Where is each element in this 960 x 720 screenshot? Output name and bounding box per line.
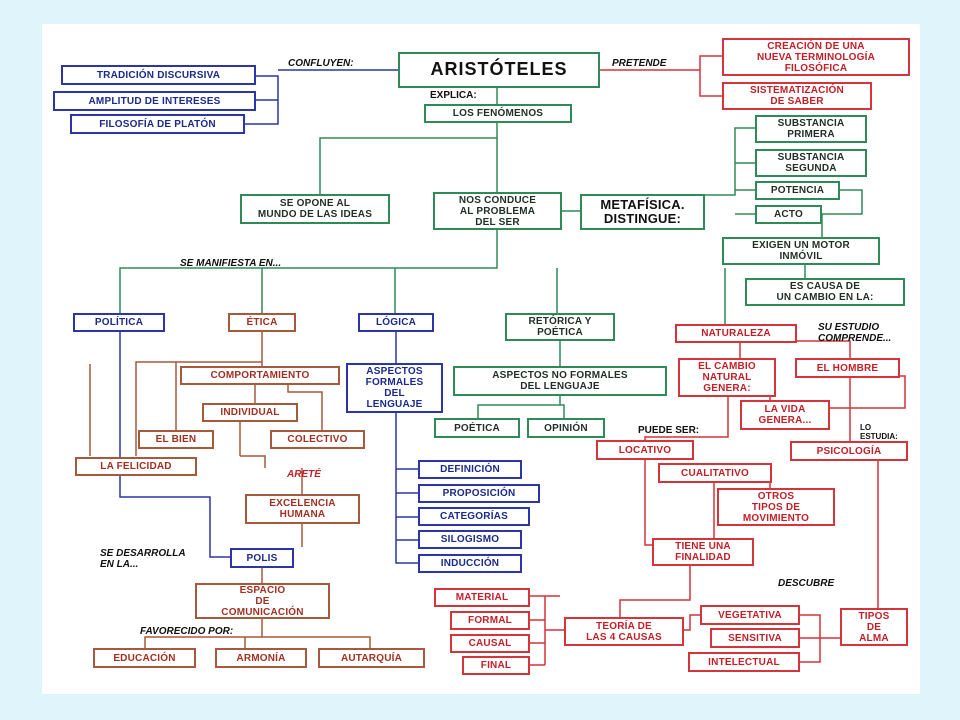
node-substancia-segunda: SUBSTANCIA SEGUNDA (755, 149, 867, 177)
node-definicion: DEFINICIÓN (418, 460, 522, 479)
label-explica: EXPLICA: (430, 90, 477, 101)
node-acto: ACTO (755, 205, 822, 224)
node-teoria-causas: TEORÍA DE LAS 4 CAUSAS (564, 617, 684, 646)
node-la-vida: LA VIDA GENERA... (740, 400, 830, 430)
label-favorecido: FAVORECIDO POR: (140, 626, 234, 637)
node-excelencia-humana: EXCELENCIA HUMANA (245, 494, 360, 524)
node-silogismo: SILOGISMO (418, 530, 522, 549)
node-aspectos-no-formales: ASPECTOS NO FORMALES DEL LENGUAJE (453, 366, 667, 396)
node-metafisica: METAFÍSICA. DISTINGUE: (580, 194, 705, 230)
label-puede-ser: PUEDE SER: (638, 425, 700, 436)
node-educacion: EDUCACIÓN (93, 648, 196, 668)
node-espacio-comunicacion: ESPACIO DE COMUNICACIÓN (195, 583, 330, 619)
node-cualitativo: CUALITATIVO (658, 463, 772, 483)
node-categorias: CATEGORÍAS (418, 507, 530, 526)
node-nos-conduce: NOS CONDUCE AL PROBLEMA DEL SER (433, 192, 562, 230)
node-individual: INDIVIDUAL (202, 403, 298, 422)
node-otros-tipos: OTROS TIPOS DE MOVIMIENTO (717, 488, 835, 526)
label-se-manifiesta: SE MANIFIESTA EN... (180, 258, 282, 269)
node-aspectos-formales: ASPECTOS FORMALES DEL LENGUAJE (346, 363, 443, 413)
node-cambio-natural: EL CAMBIO NATURAL GENERA: (678, 358, 776, 397)
node-retorica-poetica: RETÓRICA Y POÉTICA (505, 313, 615, 341)
node-autarquia: AUTARQUÍA (318, 648, 425, 668)
node-substancia-primera: SUBSTANCIA PRIMERA (755, 115, 867, 143)
node-motor-inmovil: EXIGEN UN MOTOR INMÓVIL (722, 237, 880, 265)
node-causal: CAUSAL (450, 634, 530, 653)
node-material: MATERIAL (434, 588, 530, 607)
node-formal: FORMAL (450, 611, 530, 630)
node-creacion-terminologia: CREACIÓN DE UNA NUEVA TERMINOLOGÍA FILOS… (722, 38, 910, 76)
label-su-estudio: SU ESTUDIO COMPRENDE... (818, 322, 892, 344)
node-locativo: LOCATIVO (596, 440, 694, 460)
node-logica: LÓGICA (358, 313, 434, 332)
node-comportamiento: COMPORTAMIENTO (180, 366, 340, 385)
label-arete: ARETÉ (287, 469, 321, 480)
node-sistematizacion-saber: SISTEMATIZACIÓN DE SABER (722, 82, 872, 110)
node-poetica: POÉTICA (434, 418, 520, 438)
node-psicologia: PSICOLOGÍA (790, 441, 908, 461)
node-tiene-finalidad: TIENE UNA FINALIDAD (652, 538, 754, 566)
node-sensitiva: SENSITIVA (710, 628, 800, 648)
node-vegetativa: VEGETATIVA (700, 605, 800, 625)
node-tradicion-discursiva: TRADICIÓN DISCURSIVA (61, 65, 256, 85)
node-opinion: OPINIÓN (527, 418, 605, 438)
node-armonia: ARMONÍA (215, 648, 307, 668)
node-filosofia-platon: FILOSOFÍA DE PLATÓN (70, 114, 245, 134)
node-polis: POLIS (230, 548, 294, 568)
label-pretende: PRETENDE (612, 58, 667, 69)
node-potencia: POTENCIA (755, 181, 840, 200)
node-la-felicidad: LA FELICIDAD (75, 457, 197, 476)
node-naturaleza: NATURALEZA (675, 324, 797, 343)
label-lo-estudia: LO ESTUDIA: (860, 423, 898, 441)
label-se-desarrolla: SE DESARROLLA EN LA... (100, 548, 186, 570)
node-fenomenos: LOS FENÓMENOS (424, 104, 572, 123)
node-etica: ÉTICA (228, 313, 296, 332)
node-el-hombre: EL HOMBRE (795, 358, 900, 378)
node-tipos-alma: TIPOS DE ALMA (840, 608, 908, 646)
node-induccion: INDUCCIÓN (418, 554, 522, 573)
node-politica: POLÍTICA (73, 313, 165, 332)
label-confluyen: CONFLUYEN: (288, 58, 354, 69)
node-intelectual: INTELECTUAL (688, 652, 800, 672)
node-aristoteles: ARISTÓTELES (398, 52, 600, 88)
node-amplitud-intereses: AMPLITUD DE INTERESES (53, 91, 256, 111)
label-descubre: DESCUBRE (778, 578, 835, 589)
node-final: FINAL (462, 656, 530, 675)
node-causa-cambio: ES CAUSA DE UN CAMBIO EN LA: (745, 278, 905, 306)
node-proposicion: PROPOSICIÓN (418, 484, 540, 503)
node-el-bien: EL BIEN (138, 430, 214, 449)
node-colectivo: COLECTIVO (270, 430, 365, 449)
node-se-opone: SE OPONE AL MUNDO DE LAS IDEAS (240, 194, 390, 224)
